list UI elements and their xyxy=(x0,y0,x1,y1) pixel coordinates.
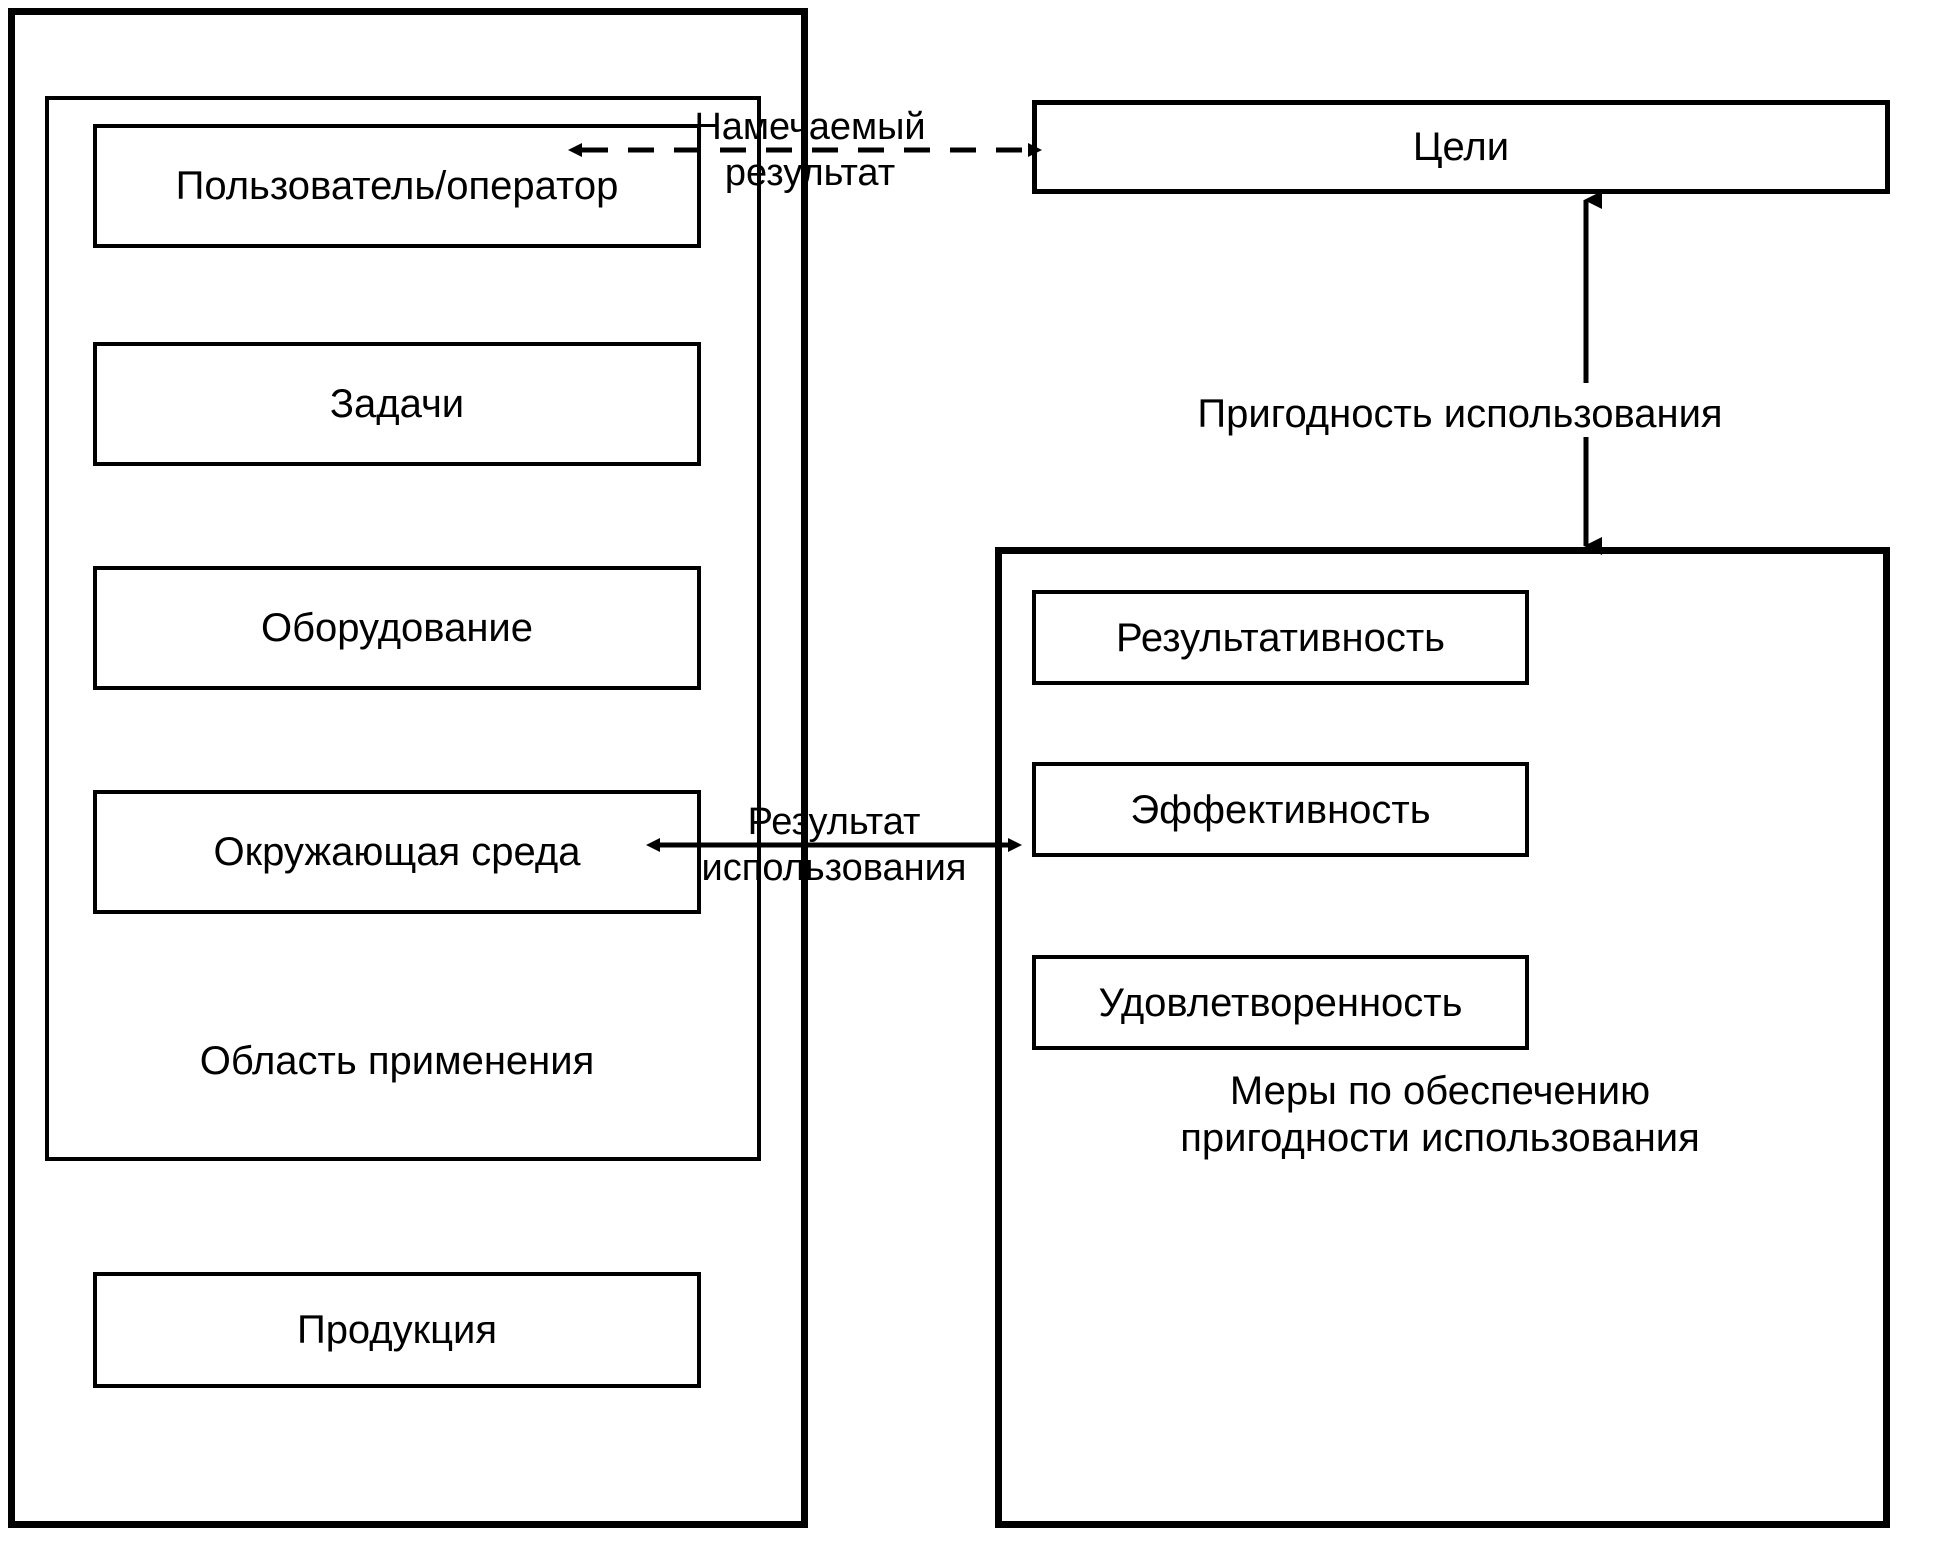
usability-link-label: Пригодность использования xyxy=(1010,390,1910,438)
box-equipment[interactable]: Оборудование xyxy=(93,566,701,690)
application-area-panel xyxy=(45,96,761,1161)
application-area-caption: Область применения xyxy=(93,1038,701,1085)
box-product[interactable]: Продукция xyxy=(93,1272,701,1388)
usability-link-label-line1: Пригодность использования xyxy=(1197,392,1723,436)
box-efficiency-label: Эффективность xyxy=(1130,787,1431,832)
box-product-label: Продукция xyxy=(296,1308,498,1352)
usage-result-label-line2: использования xyxy=(701,846,967,889)
usability-measures-caption-line2: пригодности использования xyxy=(1180,1116,1700,1161)
intended-outcome-label-line2: результат xyxy=(724,151,896,194)
box-satisfaction-label: Удовлетворенность xyxy=(1098,980,1463,1025)
box-efficiency[interactable]: Эффективность xyxy=(1032,762,1529,857)
box-equipment-label: Оборудование xyxy=(260,606,534,650)
usability-measures-caption-line1: Меры по обеспечению xyxy=(1229,1069,1651,1113)
usage-result-label-line1: Результат xyxy=(747,801,921,843)
box-tasks-label: Задачи xyxy=(329,382,465,426)
box-environment[interactable]: Окружающая среда xyxy=(93,790,701,914)
intended-outcome-label: Намечаемый результат xyxy=(660,105,960,196)
box-rezultativnost-label: Результативность xyxy=(1115,615,1445,660)
box-satisfaction[interactable]: Удовлетворенность xyxy=(1032,955,1529,1050)
usability-measures-caption: Меры по обеспечению пригодности использо… xyxy=(1010,1068,1870,1162)
box-rezultativnost[interactable]: Результативность xyxy=(1032,590,1529,685)
box-goals[interactable]: Цели xyxy=(1032,100,1890,194)
box-user-operator[interactable]: Пользователь/оператор xyxy=(93,124,701,248)
usage-result-label: Результат использования xyxy=(660,800,1008,891)
box-tasks[interactable]: Задачи xyxy=(93,342,701,466)
left-outer-frame xyxy=(8,8,808,1528)
box-user-operator-label: Пользователь/оператор xyxy=(175,164,619,208)
usability-measures-frame xyxy=(995,547,1890,1528)
box-environment-label: Окружающая среда xyxy=(213,830,581,874)
box-goals-label: Цели xyxy=(1412,125,1510,169)
application-area-caption-text: Область применения xyxy=(199,1039,595,1083)
intended-outcome-label-line1: Намечаемый xyxy=(694,106,926,148)
